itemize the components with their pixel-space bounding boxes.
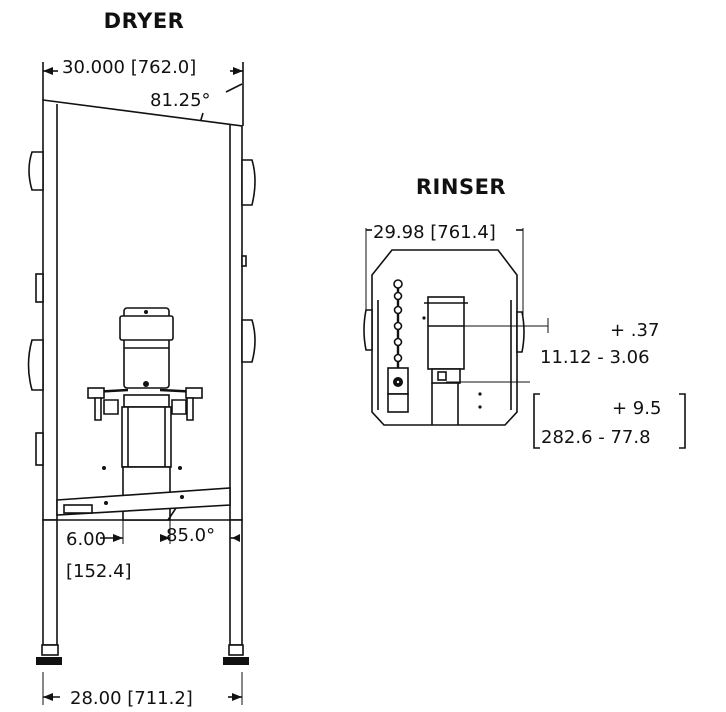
dryer-drawing: DRYER 30.000 [762.0] 81.25° bbox=[27, 9, 256, 709]
rinser-drawing: RINSER 29.98 [761.4] bbox=[363, 175, 686, 449]
dryer-opening-label: 6.00 bbox=[66, 529, 106, 550]
dryer-top-angle-label: 81.25° bbox=[150, 90, 211, 111]
rinser-metric-top-label: + 9.5 bbox=[612, 398, 661, 419]
dryer-title: DRYER bbox=[104, 9, 185, 33]
dryer-base-label: 28.00 [711.2] bbox=[70, 688, 193, 709]
rinser-metric-range-label: 282.6 - 77.8 bbox=[541, 427, 651, 448]
dryer-opening-metric-label: [152.4] bbox=[66, 561, 132, 582]
dryer-bottom-angle-label: 85.0° bbox=[166, 525, 215, 546]
dryer-width-label: 30.000 [762.0] bbox=[62, 57, 196, 78]
rinser-width-label: 29.98 [761.4] bbox=[373, 222, 496, 243]
rinser-imperial-top-label: + .37 bbox=[610, 320, 659, 341]
rinser-imperial-range-label: 11.12 - 3.06 bbox=[540, 347, 650, 368]
rinser-title: RINSER bbox=[416, 175, 506, 199]
